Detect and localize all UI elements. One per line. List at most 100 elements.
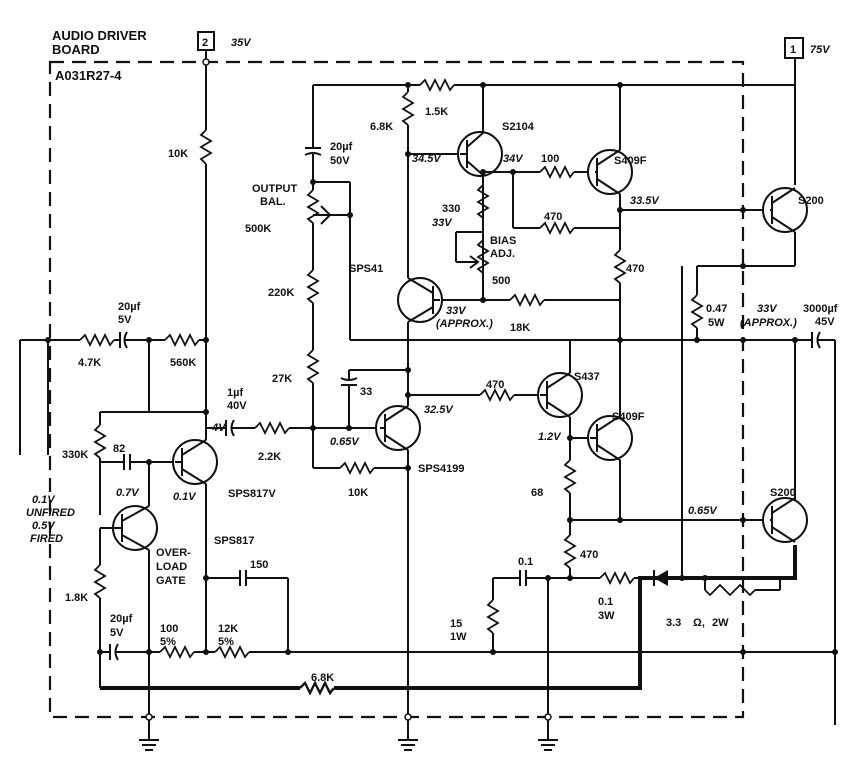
- transistor-sps41: [397, 277, 443, 323]
- v0-7-label: 0.7V: [116, 487, 140, 499]
- q-sps4199-label: SPS4199: [418, 463, 464, 475]
- r0-1-label: 0.1: [598, 596, 613, 608]
- q-sps817v-label: SPS817V: [228, 488, 276, 500]
- v4-label: 4V: [211, 422, 227, 434]
- c82-label: 82: [113, 443, 125, 455]
- r470-mid-label: 470: [544, 211, 562, 223]
- transistor-s409f-top: [587, 149, 633, 195]
- bias-adj-line1: BIAS: [490, 235, 516, 247]
- r470-lower-label: 470: [486, 379, 504, 391]
- q-s409f-top-label: S409F: [614, 155, 647, 167]
- output-bal-line2: BAL.: [260, 196, 286, 208]
- r12k-tol: 5%: [218, 636, 234, 648]
- transistor-s409f-bottom: [587, 415, 633, 461]
- terminal-1-voltage: 75V: [810, 44, 831, 56]
- c20uf-top-label: 20µf: [330, 141, 353, 153]
- r500k-label: 500K: [245, 223, 271, 235]
- c20uf-bot-voltage: 5V: [110, 627, 124, 639]
- c3000uf-voltage: 45V: [815, 316, 835, 328]
- r330-label: 330: [442, 203, 460, 215]
- v0-1-label: 0.1V: [173, 491, 197, 503]
- r500-label: 500: [492, 275, 510, 287]
- overload-line2: LOAD: [156, 561, 187, 573]
- approx-out-label: (APPROX.): [740, 317, 797, 329]
- q-s200-top-label: S200: [798, 195, 824, 207]
- fired-label: FIRED: [30, 533, 63, 545]
- transistor-sps817v: [172, 439, 218, 485]
- overload-line1: OVER-: [156, 547, 191, 559]
- transistor-s200-top: [762, 187, 808, 233]
- r0-1-watt: 3W: [598, 610, 615, 622]
- q-s437-label: S437: [574, 371, 600, 383]
- v32-5-label: 32.5V: [424, 404, 454, 416]
- fired-value: 0.5V: [32, 520, 56, 532]
- v0-65-right-label: 0.65V: [688, 505, 718, 517]
- v34-label: 34V: [503, 153, 524, 165]
- r12k-label: 12K: [218, 623, 238, 635]
- r0-47-label: 0.47: [706, 303, 727, 315]
- r0-47-watt: 5W: [708, 317, 725, 329]
- overload-line3: GATE: [156, 575, 186, 587]
- r2-2k-label: 2.2K: [258, 451, 281, 463]
- q-sps817-label: SPS817: [214, 535, 254, 547]
- r3-3-watt: 2W: [712, 617, 729, 629]
- v33-bias-label: 33V: [432, 217, 453, 229]
- terminal-1-number: 1: [790, 44, 796, 56]
- approx-label: (APPROX.): [436, 318, 493, 330]
- board-outline: [48, 60, 745, 719]
- q-sps41-label: SPS41: [349, 263, 383, 275]
- c0-1-label: 0.1: [518, 556, 533, 568]
- r6-8k-bottom-label: 6.8K: [311, 672, 334, 684]
- board-title-line1: AUDIO DRIVER: [52, 28, 147, 43]
- c20uf-in-voltage: 5V: [118, 314, 132, 326]
- r6-8k-top-label: 6.8K: [370, 121, 393, 133]
- v1-2-label: 1.2V: [538, 431, 562, 443]
- r15-label: 15: [450, 618, 462, 630]
- terminal-2-voltage: 35V: [231, 37, 252, 49]
- v33-5-label: 33.5V: [630, 195, 660, 207]
- r220k-label: 220K: [268, 287, 294, 299]
- bias-adj-line2: ADJ.: [490, 248, 515, 260]
- transistor-s2104: [457, 131, 503, 177]
- c33-label: 33: [360, 386, 372, 398]
- v33-approx-label: 33V: [446, 305, 467, 317]
- v33-out-label: 33V: [757, 303, 778, 315]
- c1uf-label: 1µf: [227, 387, 243, 399]
- c3000uf-label: 3000µf: [803, 303, 838, 315]
- r560k-label: 560K: [170, 357, 196, 369]
- q-s409f-bottom-label: S409F: [612, 411, 645, 423]
- r4-7k-label: 4.7K: [78, 357, 101, 369]
- v0-65-left-label: 0.65V: [330, 436, 360, 448]
- transistor-s200-bottom: [762, 497, 808, 543]
- transistor-s437: [537, 372, 583, 418]
- terminal-2-number: 2: [202, 37, 208, 49]
- c20uf-in-label: 20µf: [118, 301, 141, 313]
- transistor-sps4199: [375, 405, 421, 451]
- r27k-label: 27K: [272, 373, 292, 385]
- r100-tol: 5%: [160, 636, 176, 648]
- r330k-label: 330K: [62, 449, 88, 461]
- unfired-value: 0.1V: [32, 494, 56, 506]
- c20uf-top-voltage: 50V: [330, 155, 350, 167]
- q-s200-bottom-label: S200: [770, 487, 796, 499]
- r470-right-label: 470: [626, 263, 644, 275]
- board-part-number: A031R27-4: [55, 68, 122, 83]
- r1-5k-label: 1.5K: [425, 106, 448, 118]
- unfired-label: UNFIRED: [26, 507, 75, 519]
- board-title-line2: BOARD: [52, 42, 100, 57]
- r10k-top-label: 10K: [168, 148, 188, 160]
- output-bal-line1: OUTPUT: [252, 183, 298, 195]
- q-s2104-label: S2104: [502, 121, 535, 133]
- r18k-label: 18K: [510, 322, 530, 334]
- r470-bottom-label: 470: [580, 549, 598, 561]
- v34-5-label: 34.5V: [412, 153, 442, 165]
- r100-mid-label: 100: [541, 153, 559, 165]
- r10k-bottom-label: 10K: [348, 487, 368, 499]
- r3-3-label: 3.3: [666, 617, 681, 629]
- r100-label: 100: [160, 623, 178, 635]
- r15-watt: 1W: [450, 631, 467, 643]
- svg-text:Ω,: Ω,: [693, 617, 705, 629]
- r1-8k-label: 1.8K: [65, 592, 88, 604]
- diode: [654, 570, 668, 586]
